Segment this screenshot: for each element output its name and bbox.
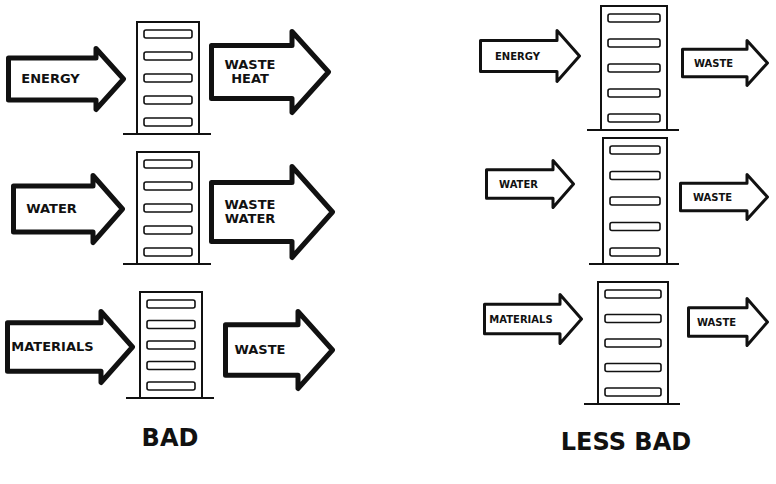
arrow-label: WASTE (683, 192, 742, 203)
arrow-outline (212, 32, 329, 113)
building-sketch (126, 292, 214, 398)
arrow-outline (226, 312, 333, 389)
arrow-label: WASTE (685, 58, 742, 69)
arrow-label: WATER (17, 202, 86, 216)
flow-arrow: ENERGY (5, 45, 127, 113)
floor-slab (605, 290, 661, 298)
arrow-label: WASTE (691, 317, 742, 328)
arrow-outline (485, 295, 582, 344)
building-outline (137, 22, 199, 134)
arrow-outline (8, 312, 133, 383)
building-sketch (589, 138, 679, 264)
floor-slab (144, 74, 192, 82)
flow-arrow: ENERGY (478, 28, 582, 84)
arrow-shape (208, 28, 332, 116)
flow-arrow: WATER (10, 172, 126, 246)
arrow-outline (683, 41, 768, 86)
flow-arrow: MATERIALS (482, 292, 584, 346)
floor-slab (144, 182, 192, 190)
ground-line (589, 263, 679, 265)
floor-slab (608, 114, 660, 122)
arrow-label: ENERGY (483, 51, 552, 62)
building-sketch (123, 22, 211, 134)
floor-slab (144, 160, 192, 168)
floor-slab (147, 382, 195, 390)
arrow-outline (481, 31, 580, 82)
ground-line (584, 403, 680, 405)
floor-slab (605, 364, 661, 372)
building-outline (137, 152, 199, 264)
arrow-outline (14, 176, 123, 243)
arrow-outline (9, 49, 124, 110)
arrow-outline (681, 175, 768, 220)
floor-slab (608, 39, 660, 47)
arrow-label: WASTE (229, 343, 291, 357)
building-sketch (587, 6, 679, 130)
floor-slab (610, 146, 660, 154)
panel-label: BAD (142, 424, 199, 452)
floor-slab (610, 172, 660, 180)
floor-slab (144, 226, 192, 234)
flow-arrow: WASTE HEAT (208, 28, 332, 116)
flow-arrow: MATERIALS (4, 308, 136, 386)
ground-line (123, 133, 211, 135)
building-outline (140, 292, 202, 398)
arrow-outline (212, 167, 333, 258)
building-outline (601, 6, 667, 130)
floor-slab (608, 89, 660, 97)
arrow-label: WASTE WATER (215, 198, 285, 227)
arrow-outline (689, 299, 768, 346)
building-sketch (123, 152, 211, 264)
flow-arrow: WASTE WATER (208, 163, 336, 261)
floor-slab (147, 300, 195, 308)
flow-arrow: WASTE (222, 308, 336, 392)
floor-slab (608, 14, 660, 22)
floor-slab (144, 248, 192, 256)
floor-slab (147, 362, 195, 370)
floor-slab (147, 321, 195, 329)
floor-slab (605, 339, 661, 347)
floor-slab (610, 248, 660, 256)
arrow-outline (487, 161, 574, 208)
floor-slab (605, 388, 661, 396)
arrow-label: MATERIALS (11, 340, 94, 354)
arrow-label: WASTE HEAT (215, 58, 285, 87)
ground-line (123, 263, 211, 265)
flow-arrow: WATER (484, 158, 576, 210)
floor-slab (144, 52, 192, 60)
floor-slab (144, 30, 192, 38)
floor-slab (144, 118, 192, 126)
arrow-label: WATER (489, 179, 548, 190)
floor-slab (610, 223, 660, 231)
floor-slab (605, 315, 661, 323)
arrow-label: ENERGY (12, 72, 89, 86)
arrow-label: MATERIALS (487, 314, 555, 325)
floor-slab (147, 341, 195, 349)
ground-line (587, 129, 679, 131)
flow-arrow: WASTE (680, 38, 770, 88)
floor-slab (144, 204, 192, 212)
floor-slab (144, 96, 192, 104)
flow-arrow: WASTE (678, 172, 770, 222)
building-sketch (584, 282, 680, 404)
ground-line (126, 397, 214, 399)
floor-slab (608, 64, 660, 72)
building-outline (598, 282, 668, 404)
floor-slab (610, 197, 660, 205)
panel-label: LESS BAD (561, 428, 691, 456)
flow-arrow: WASTE (686, 296, 770, 348)
building-outline (603, 138, 667, 264)
